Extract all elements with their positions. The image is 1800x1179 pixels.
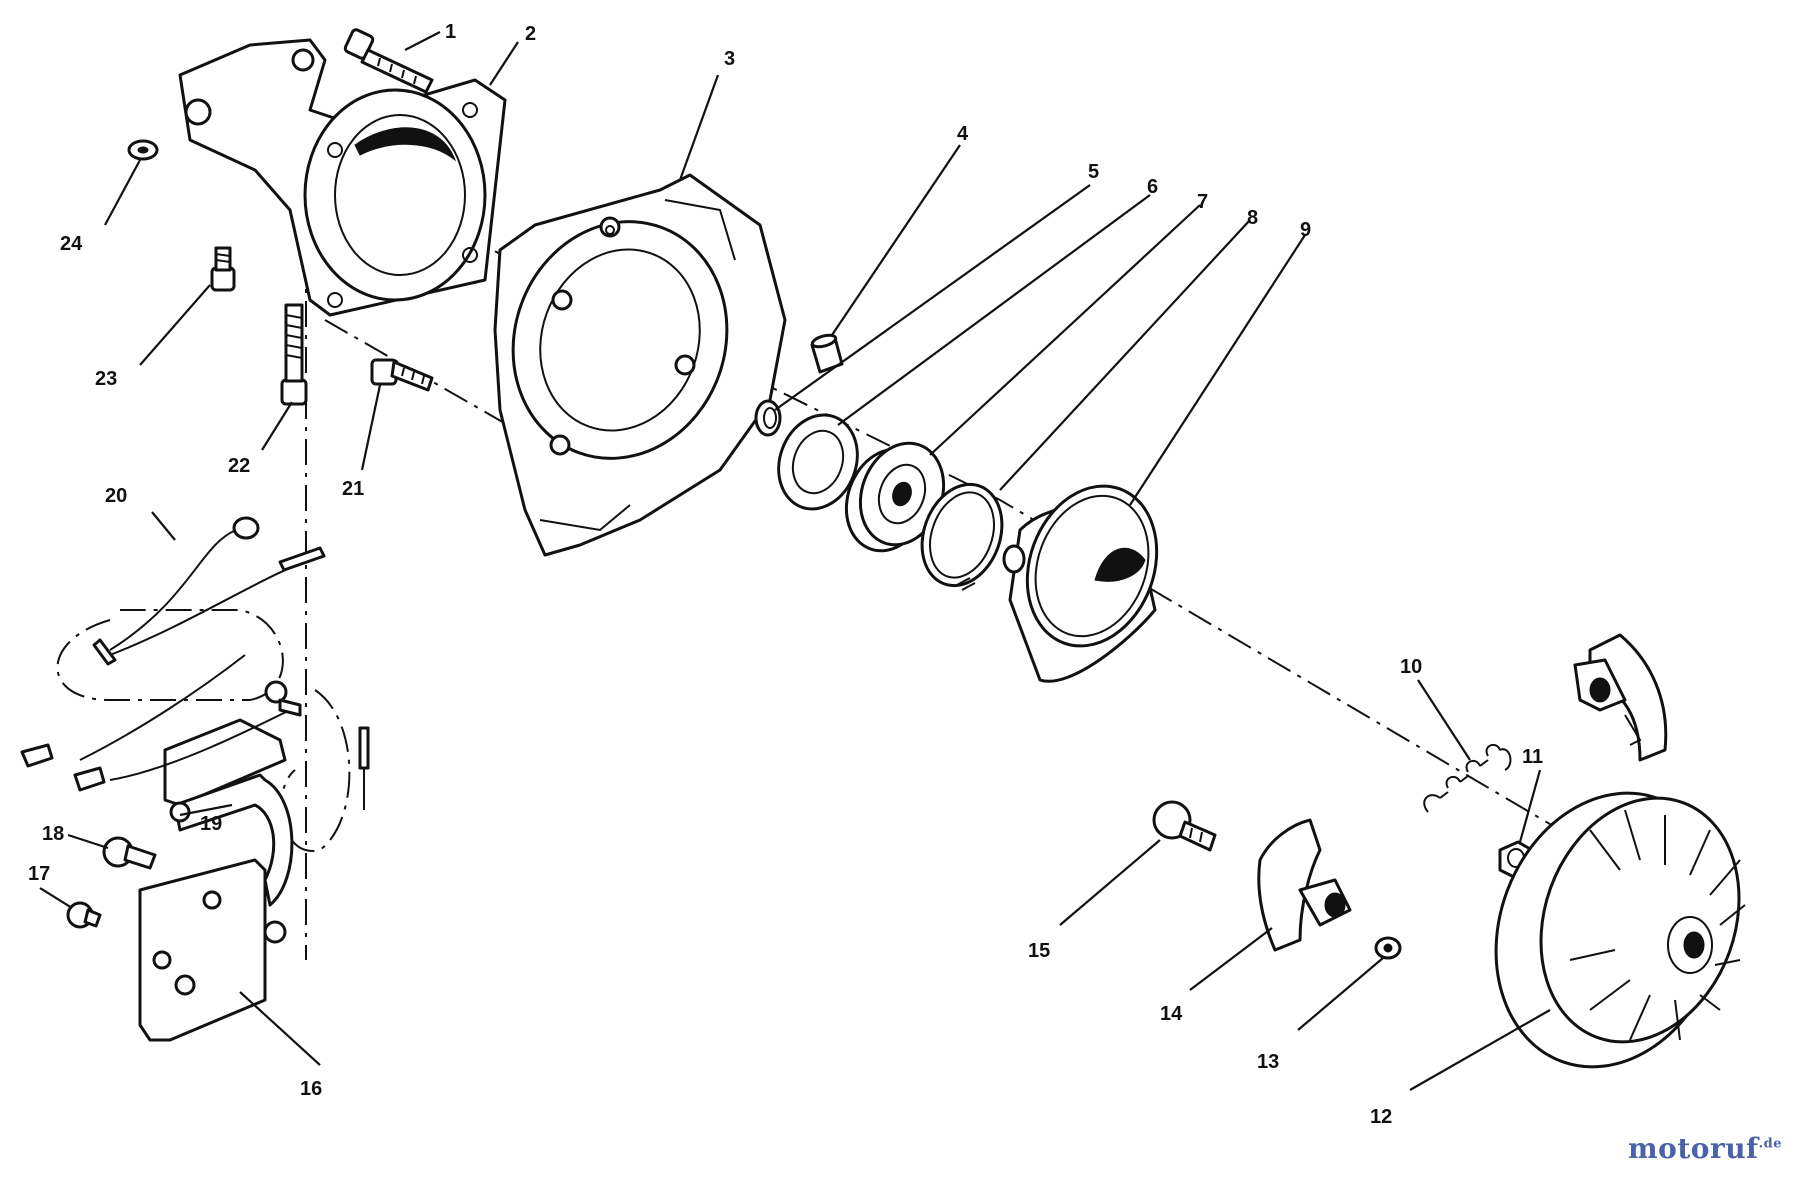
callout-3: 3 (724, 48, 735, 70)
callout-18: 18 (42, 823, 64, 845)
callout-4: 4 (957, 123, 969, 145)
callout-labels: 1 2 3 4 5 6 7 8 9 10 11 12 13 14 15 16 1… (28, 21, 1543, 1128)
leader-14 (1189, 927, 1273, 991)
ball-bearing (844, 441, 946, 553)
callout-21: 21 (342, 478, 364, 500)
callout-23: 23 (95, 368, 117, 390)
leader-2 (489, 41, 519, 86)
leader-7 (929, 204, 1201, 456)
plate-screw (66, 901, 102, 929)
leader-4 (831, 144, 961, 336)
watermark-logo: motoruf.de (1628, 1132, 1782, 1165)
leader-19 (179, 803, 233, 817)
small-washer (1374, 936, 1402, 960)
callout-7: 7 (1197, 191, 1208, 213)
callout-17: 17 (28, 863, 50, 885)
leader-9 (1129, 234, 1306, 506)
callout-8: 8 (1247, 207, 1258, 229)
leader-16 (239, 991, 321, 1066)
retaining-ring (920, 482, 1004, 591)
callout-2: 2 (525, 23, 536, 45)
callout-1: 1 (445, 21, 456, 43)
long-bolt (280, 303, 308, 406)
callout-16: 16 (300, 1078, 322, 1100)
flywheel (1494, 791, 1746, 1069)
leader-15 (1059, 839, 1161, 926)
leader-23 (139, 284, 211, 366)
leader-18 (67, 833, 109, 850)
callout-15: 15 (1028, 940, 1050, 962)
callout-9: 9 (1300, 219, 1311, 241)
leader-8 (999, 219, 1251, 491)
leader-5 (774, 184, 1091, 411)
mounting-plate (138, 858, 287, 1042)
callout-24: 24 (60, 233, 83, 255)
leader-10 (1417, 679, 1471, 761)
pin (810, 333, 844, 374)
callout-12: 12 (1370, 1106, 1392, 1128)
clutch-drum (1002, 484, 1159, 683)
leader-13 (1297, 957, 1384, 1031)
leader-24 (104, 159, 141, 226)
clutch-housing (493, 173, 787, 557)
clutch-spring (1423, 743, 1512, 813)
shoulder-bolt (1152, 800, 1217, 852)
callout-10: 10 (1400, 656, 1422, 678)
washer (127, 139, 159, 161)
module-screw (102, 836, 157, 870)
watermark-tld: .de (1758, 1136, 1782, 1152)
leader-3 (678, 74, 720, 181)
callout-14: 14 (1160, 1003, 1183, 1025)
callout-19: 19 (200, 813, 222, 835)
clutch-shoe-assembly (1573, 633, 1668, 762)
leader-6 (837, 194, 1151, 426)
leader-11 (1518, 769, 1542, 843)
callout-6: 6 (1147, 176, 1158, 198)
snap-ring-small (754, 399, 782, 437)
callout-11: 11 (1522, 746, 1543, 768)
leader-1 (404, 31, 441, 51)
thrust-washer (777, 413, 859, 511)
clutch-shoe (1257, 818, 1352, 952)
callout-22: 22 (228, 455, 250, 477)
leader-17 (39, 887, 73, 909)
wiring-harness (20, 516, 370, 810)
leader-20 (151, 511, 176, 541)
callout-20: 20 (105, 485, 127, 507)
ignition-module (163, 718, 294, 907)
watermark-name: motoruf (1628, 1132, 1759, 1165)
callout-5: 5 (1088, 161, 1099, 183)
bolt (343, 28, 434, 94)
leader-22 (261, 401, 293, 451)
callout-leaders (39, 31, 1551, 1091)
leader-12 (1409, 1009, 1551, 1091)
callout-13: 13 (1257, 1051, 1279, 1073)
wiring-loop-guide (56, 609, 284, 701)
housing-bolt (370, 358, 434, 392)
small-screw (210, 246, 236, 292)
gear-housing (178, 38, 507, 317)
leader-21 (360, 384, 382, 471)
